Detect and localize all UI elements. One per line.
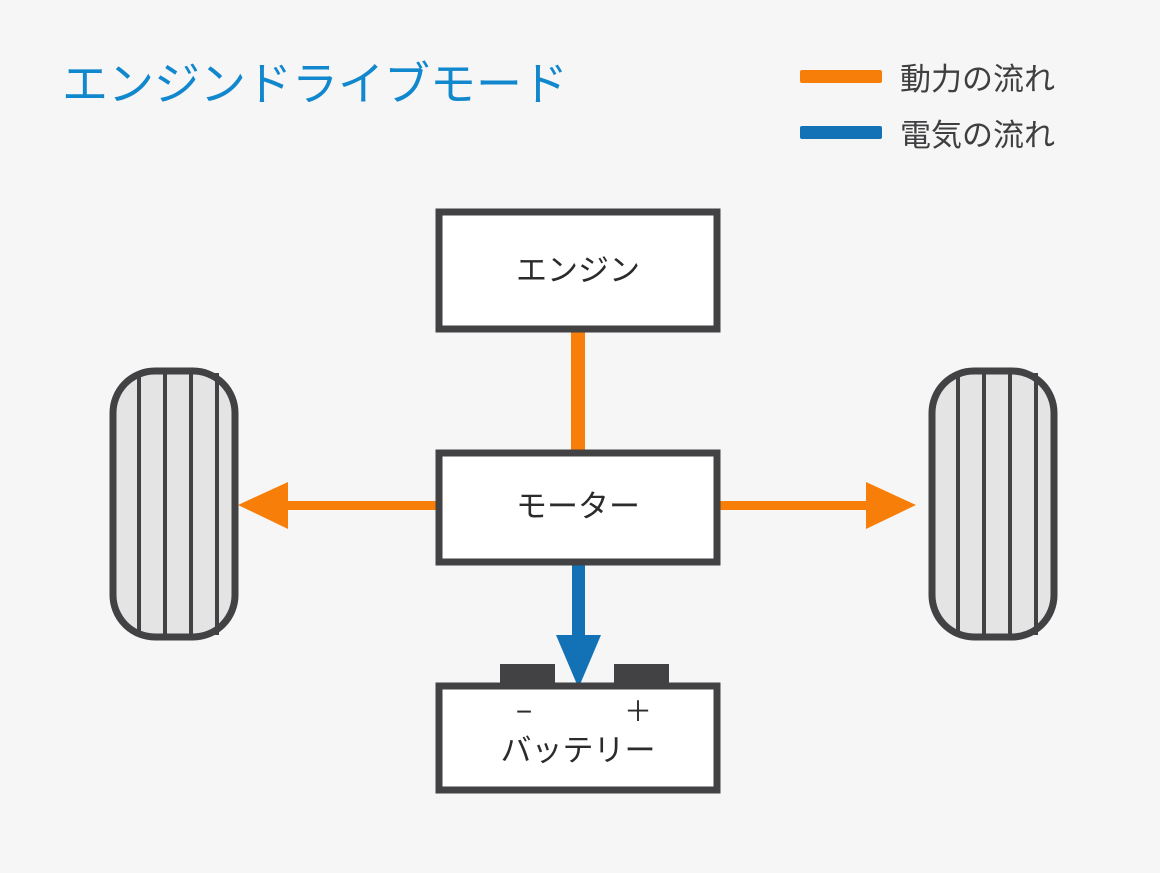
legend-label-electric-flow: 電気の流れ (900, 118, 1055, 153)
page-title: エンジンドライブモード (62, 58, 568, 110)
node-engine: エンジン (435, 208, 721, 333)
node-engine-box (435, 208, 721, 333)
node-engine-label: エンジン (516, 253, 640, 288)
node-motor-box (435, 449, 721, 566)
wheel-right-tire (928, 367, 1058, 641)
battery-positive-symbol: ＋ (624, 696, 652, 727)
flow-motor-to-left-wheel (238, 482, 438, 529)
flow-motor-to-right-wheel (716, 482, 916, 529)
legend-item-power-flow: 動力の流れ (800, 62, 1055, 97)
flow-motor-to-left-wheel-shaft (280, 501, 438, 510)
flow-motor-to-left-wheel-arrowhead (238, 482, 288, 529)
legend-swatch-electric-flow (800, 126, 882, 139)
legend-item-electric-flow: 電気の流れ (800, 118, 1055, 153)
node-battery: − ＋ バッテリー (435, 664, 721, 794)
legend: 動力の流れ 電気の流れ (800, 62, 1055, 153)
flow-motor-to-right-wheel-arrowhead (866, 482, 916, 529)
wheel-left (109, 367, 239, 641)
legend-swatch-power-flow (800, 70, 882, 83)
wheel-left-tire (109, 367, 239, 641)
flow-motor-to-battery (556, 562, 601, 688)
legend-label-power-flow: 動力の流れ (900, 62, 1055, 97)
wheel-right (928, 367, 1058, 641)
node-motor: モーター (435, 449, 721, 566)
battery-negative-symbol: − (516, 696, 532, 727)
node-battery-label: バッテリー (501, 733, 656, 768)
flow-engine-to-motor (571, 325, 585, 455)
node-battery-box (435, 682, 721, 794)
flow-motor-to-right-wheel-shaft (716, 501, 874, 510)
flow-motor-to-battery-shaft (572, 562, 585, 641)
node-motor-label: モーター (516, 489, 640, 524)
flow-motor-to-battery-arrowhead (556, 635, 601, 688)
